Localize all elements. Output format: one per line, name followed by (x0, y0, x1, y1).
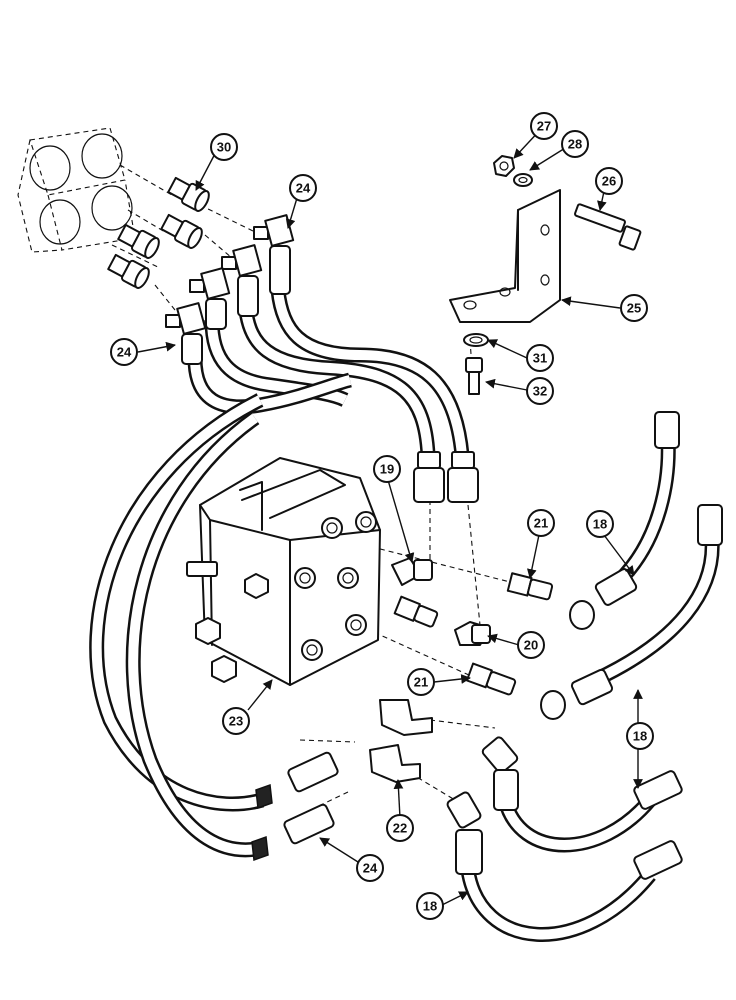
callout-24-bottom: 24 (356, 854, 384, 882)
callout-31-label: 31 (533, 351, 547, 366)
callout-24-top-label: 24 (296, 181, 311, 196)
callout-19: 19 (373, 455, 401, 483)
elbow-adapters (391, 557, 491, 646)
callout-23-label: 23 (229, 714, 243, 729)
callout-20: 20 (517, 631, 545, 659)
callout-18-bottom-label: 18 (423, 899, 437, 914)
callout-22: 22 (386, 814, 414, 842)
tee-fittings (369, 699, 433, 783)
callout-27-label: 27 (537, 119, 551, 134)
elbow-fittings (165, 214, 295, 365)
mounting-bracket (449, 189, 561, 323)
callout-30-label: 30 (217, 140, 231, 155)
callout-24-left: 24 (110, 338, 138, 366)
callout-21-bottom-label: 21 (414, 675, 428, 690)
callout-31: 31 (526, 344, 554, 372)
callout-20-label: 20 (524, 638, 538, 653)
callout-18-right: 18 (626, 722, 654, 750)
callout-23: 23 (222, 707, 250, 735)
control-valve-body (186, 457, 381, 686)
callout-24-top: 24 (289, 174, 317, 202)
remote-coupler-block (17, 127, 136, 253)
callout-32: 32 (526, 377, 554, 405)
callout-21-top: 21 (527, 509, 555, 537)
callout-26-label: 26 (602, 174, 616, 189)
upper-hose-group (187, 289, 470, 456)
callout-28-label: 28 (568, 137, 582, 152)
callout-19-label: 19 (380, 462, 394, 477)
callout-18-upper: 18 (586, 510, 614, 538)
callout-21-bottom: 21 (407, 668, 435, 696)
callout-18-upper-label: 18 (593, 517, 607, 532)
long-hose-group (89, 393, 265, 858)
callout-24-left-label: 24 (117, 345, 132, 360)
callout-21-top-label: 21 (534, 516, 548, 531)
fastener-group (463, 155, 642, 395)
callout-25-label: 25 (627, 301, 641, 316)
callout-27: 27 (530, 112, 558, 140)
callout-30: 30 (210, 133, 238, 161)
callout-22-label: 22 (393, 821, 407, 836)
callout-25: 25 (620, 294, 648, 322)
callout-32-label: 32 (533, 384, 547, 399)
straight-adapters (393, 572, 554, 696)
callout-18-bottom: 18 (416, 892, 444, 920)
hose-end-fittings (413, 451, 479, 503)
callout-26: 26 (595, 167, 623, 195)
right-hose-group (446, 411, 723, 942)
bottom-hose-fittings (251, 751, 339, 862)
callout-28: 28 (561, 130, 589, 158)
callout-18-right-label: 18 (633, 729, 647, 744)
male-adapter-group (107, 176, 210, 289)
callout-24-bottom-label: 24 (363, 861, 378, 876)
